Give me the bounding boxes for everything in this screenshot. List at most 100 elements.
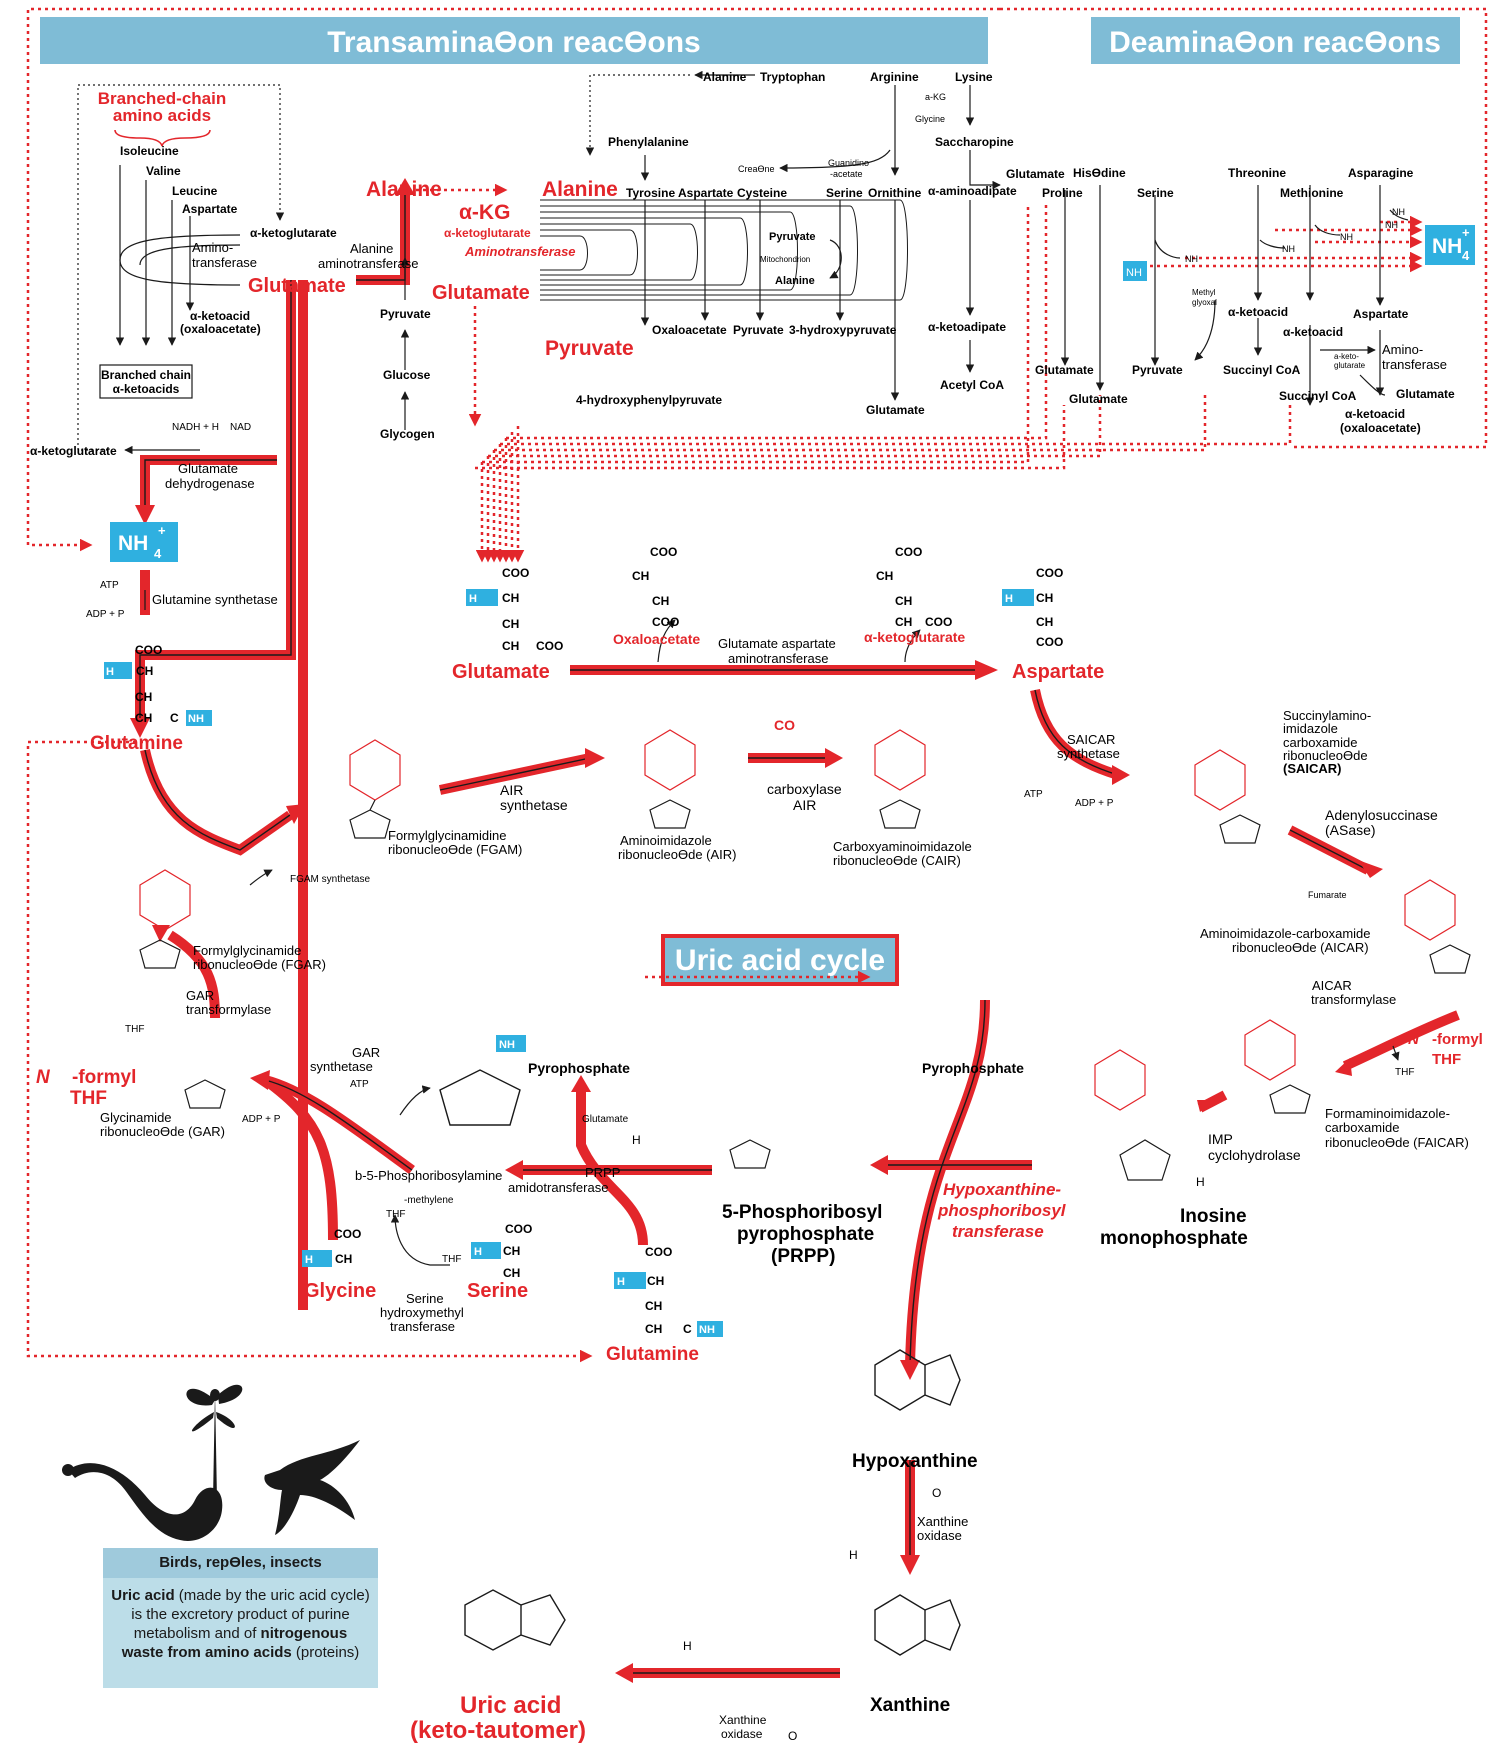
svg-text:α-ketoacid: α-ketoacid [1228, 305, 1288, 319]
svg-text:CH: CH [502, 639, 519, 653]
svg-text:NADH + H: NADH + H [172, 422, 219, 433]
svg-text:Saccharopine: Saccharopine [935, 135, 1014, 149]
svg-text:Glycine: Glycine [304, 1280, 376, 1302]
svg-text:Methyl: Methyl [1192, 288, 1216, 297]
svg-text:Isoleucine: Isoleucine [120, 144, 179, 158]
svg-text:synthetase: synthetase [310, 1059, 373, 1074]
svg-text:Glutamate: Glutamate [248, 275, 346, 297]
svg-text:transferase: transferase [192, 255, 257, 270]
svg-text:ATP: ATP [350, 1079, 369, 1090]
svg-text:CH: CH [647, 1274, 664, 1288]
svg-text:NAD: NAD [230, 422, 251, 433]
svg-text:Branched-chain: Branched-chain [98, 89, 226, 108]
svg-text:+: + [158, 523, 166, 538]
legend-nitrogen-waste: nitrogenous waste from amino acids [121, 1625, 348, 1661]
svg-text:THF: THF [1395, 1067, 1414, 1078]
legend-box: Birds, repƟles, insects Uric acid (made … [103, 1548, 378, 1688]
svg-text:Methionine: Methionine [1280, 186, 1344, 200]
svg-text:Alanine: Alanine [366, 178, 442, 201]
svg-text:H: H [106, 666, 114, 678]
svg-text:Branched chain: Branched chain [101, 368, 191, 382]
svg-text:5-Phosphoribosyl: 5-Phosphoribosyl [722, 1202, 882, 1223]
svg-text:(PRPP): (PRPP) [771, 1246, 835, 1267]
svg-text:NH: NH [699, 1324, 715, 1336]
svg-text:oxidase: oxidase [721, 1727, 763, 1741]
svg-text:Alanine: Alanine [350, 241, 393, 256]
svg-text:THF: THF [386, 1209, 405, 1220]
svg-text:Inosine: Inosine [1180, 1206, 1247, 1227]
svg-text:Cysteine: Cysteine [737, 186, 787, 200]
deamination-header: DeaminaƟon reacƟons [1091, 17, 1460, 64]
aicar-structure [1404, 879, 1471, 974]
svg-text:ribonucleoƟde (CAIR): ribonucleoƟde (CAIR) [833, 853, 961, 868]
svg-text:H: H [1005, 593, 1013, 605]
svg-text:aminotransferase: aminotransferase [318, 256, 418, 271]
svg-text:COO: COO [1036, 635, 1063, 649]
svg-text:Hypoxanthine-: Hypoxanthine- [943, 1180, 1061, 1199]
svg-text:Guanidino: Guanidino [828, 158, 869, 168]
glutamine-synthesis: NH 4 + ATP ADP + P Glutamine synthetase … [86, 522, 278, 754]
svg-text:CH: CH [503, 1266, 520, 1280]
svg-text:α-ketoglutarate: α-ketoglutarate [444, 226, 531, 240]
svg-text:Glutamine: Glutamine [606, 1344, 699, 1365]
deamination-section: HisƟdine Proline Serine Threonine Aspara… [1035, 166, 1475, 435]
svg-text:N: N [1408, 1031, 1420, 1048]
svg-text:NH: NH [1185, 254, 1198, 264]
svg-text:a-KG: a-KG [925, 92, 946, 102]
svg-text:4-hydroxyphenylpyruvate: 4-hydroxyphenylpyruvate [576, 393, 722, 407]
svg-text:Glutamine synthetase: Glutamine synthetase [152, 592, 278, 607]
snake-icon [62, 1463, 223, 1541]
svg-text:α-aminoadipate: α-aminoadipate [928, 184, 1017, 198]
svg-text:Glutamate: Glutamate [1396, 387, 1455, 401]
svg-text:carboxamide: carboxamide [1325, 1120, 1399, 1135]
svg-text:Alanine: Alanine [775, 275, 815, 287]
svg-text:CH: CH [645, 1299, 662, 1313]
legend-body: (made by the uric acid cycle) is the exc… [131, 1587, 370, 1642]
svg-text:Mitochondrion: Mitochondrion [760, 255, 810, 264]
svg-text:Glucose: Glucose [383, 368, 431, 382]
svg-text:FGAM synthetase: FGAM synthetase [290, 874, 370, 885]
svg-text:CH: CH [335, 1252, 352, 1266]
svg-text:-acetate: -acetate [830, 169, 863, 179]
svg-text:α-ketoacid: α-ketoacid [1283, 325, 1343, 339]
svg-text:CreaƟne: CreaƟne [738, 164, 775, 174]
svg-text:ribonucleoƟde (AIR): ribonucleoƟde (AIR) [618, 847, 737, 862]
svg-text:Succinyl CoA: Succinyl CoA [1223, 363, 1301, 377]
svg-text:(oxaloacetate): (oxaloacetate) [1340, 421, 1421, 435]
svg-text:DeaminaƟon reacƟons: DeaminaƟon reacƟons [1109, 26, 1441, 59]
prib-structure [439, 1069, 521, 1126]
svg-text:Aspartate: Aspartate [1012, 661, 1104, 683]
svg-text:CH: CH [895, 615, 912, 629]
svg-text:Xanthine: Xanthine [917, 1514, 968, 1529]
svg-text:Pyruvate: Pyruvate [769, 231, 815, 243]
svg-text:COO: COO [652, 615, 679, 629]
svg-text:THF: THF [1432, 1051, 1461, 1068]
svg-text:Leucine: Leucine [172, 184, 218, 198]
xanthine-structure [874, 1594, 961, 1656]
svg-text:Tryptophan: Tryptophan [760, 70, 825, 84]
dragonfly-icon [186, 1384, 243, 1500]
svg-text:CH: CH [895, 594, 912, 608]
svg-text:ATP: ATP [1024, 789, 1043, 800]
svg-text:Hypoxanthine: Hypoxanthine [852, 1451, 978, 1472]
svg-text:CH: CH [136, 664, 153, 678]
svg-text:NH: NH [1385, 220, 1398, 230]
svg-text:NH: NH [1126, 267, 1142, 279]
svg-text:Glutamate: Glutamate [1069, 392, 1128, 406]
svg-text:HisƟdine: HisƟdine [1073, 166, 1126, 180]
faicar-structure [1244, 1019, 1311, 1114]
prpp-structure [729, 1139, 771, 1169]
nh4-deamination-tag [1425, 225, 1475, 265]
svg-text:GAR: GAR [186, 988, 214, 1003]
svg-text:ATP: ATP [100, 580, 119, 591]
svg-text:Carboxyaminoimidazole: Carboxyaminoimidazole [833, 839, 972, 854]
svg-text:ribonucleoƟde: ribonucleoƟde [1283, 748, 1368, 763]
svg-text:H: H [1196, 1175, 1205, 1189]
svg-text:transferase: transferase [390, 1319, 455, 1334]
svg-text:NH: NH [1282, 244, 1295, 254]
svg-text:Phenylalanine: Phenylalanine [608, 135, 689, 149]
svg-text:3-hydroxypyruvate: 3-hydroxypyruvate [789, 323, 897, 337]
svg-text:Aminoimidazole: Aminoimidazole [620, 833, 712, 848]
svg-text:NH: NH [1392, 207, 1405, 217]
svg-text:monophosphate: monophosphate [1100, 1228, 1248, 1249]
